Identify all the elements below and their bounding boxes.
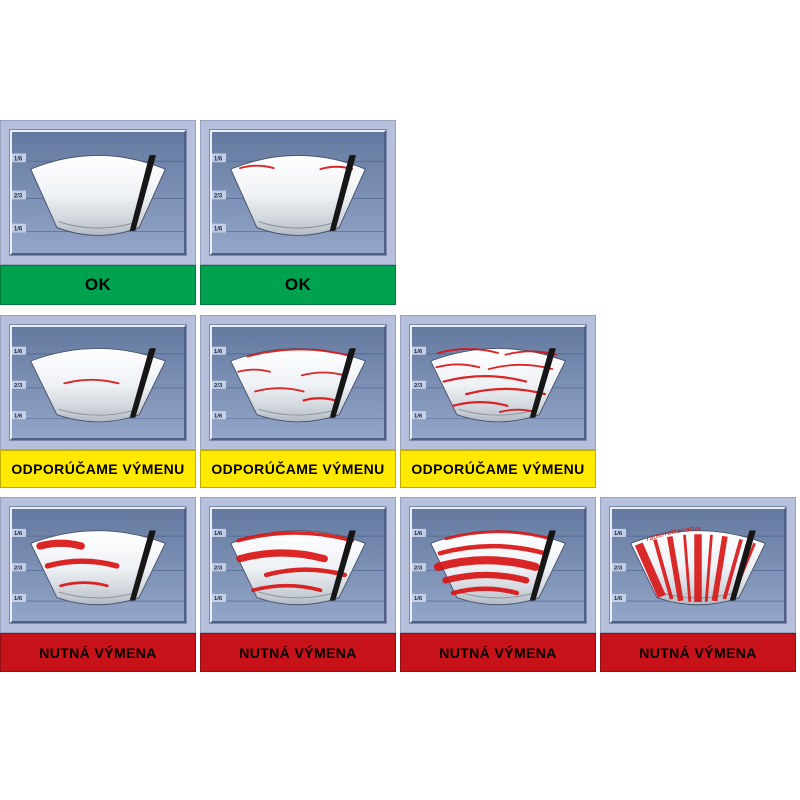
status-label: OK bbox=[84, 275, 112, 294]
svg-text:1/6: 1/6 bbox=[614, 596, 623, 602]
svg-text:2/3: 2/3 bbox=[14, 566, 23, 572]
status-bar-recommend: ODPORÚČAME VÝMENU bbox=[200, 450, 396, 488]
windshield-panel: 1/6 2/3 1/6 bbox=[210, 325, 386, 440]
windshield-image: 1/6 2/3 1/6 bbox=[400, 315, 596, 450]
windshield-illustration: 1/6 2/3 1/6 bbox=[12, 327, 184, 438]
svg-text:1/6: 1/6 bbox=[14, 225, 23, 232]
windshield-image: 1/6 2/3 1/6 bbox=[200, 315, 396, 450]
status-bar-recommend: ODPORÚČAME VÝMENU bbox=[0, 450, 196, 488]
windshield-illustration: 1/6 2/3 1/6 bbox=[212, 327, 384, 438]
svg-text:2/3: 2/3 bbox=[14, 192, 23, 199]
status-bar-required: NUTNÁ VÝMENA bbox=[600, 633, 796, 672]
status-label: NUTNÁ VÝMENA bbox=[239, 644, 357, 661]
svg-text:1/6: 1/6 bbox=[214, 531, 223, 537]
svg-text:1/6: 1/6 bbox=[414, 413, 423, 419]
windshield-image: 1/6 2/3 1/6 bbox=[0, 497, 196, 633]
svg-text:2/3: 2/3 bbox=[14, 383, 23, 389]
svg-text:1/6: 1/6 bbox=[14, 349, 23, 355]
svg-text:1/6: 1/6 bbox=[414, 596, 423, 602]
svg-text:2/3: 2/3 bbox=[414, 383, 423, 389]
svg-text:2/3: 2/3 bbox=[214, 566, 223, 572]
status-label: ODPORÚČAME VÝMENU bbox=[11, 461, 185, 477]
status-label: NUTNÁ VÝMENA bbox=[439, 644, 557, 661]
svg-text:1/6: 1/6 bbox=[14, 413, 23, 419]
svg-text:1/6: 1/6 bbox=[214, 413, 223, 419]
svg-text:1/6: 1/6 bbox=[414, 349, 423, 355]
svg-text:1/6: 1/6 bbox=[614, 531, 623, 537]
svg-text:1/6: 1/6 bbox=[214, 349, 223, 355]
windshield-panel: 1/6 2/3 1/6 bbox=[10, 325, 186, 440]
windshield-illustration: 1/6 2/3 1/6 bbox=[12, 132, 184, 253]
windshield-illustration: 1/6 2/3 1/6 bbox=[412, 327, 584, 438]
svg-text:2/3: 2/3 bbox=[414, 566, 423, 572]
windshield-illustration: 1/6 2/3 1/6 bbox=[212, 509, 384, 621]
windshield-image: 1/6 2/3 1/6 bbox=[0, 315, 196, 450]
windshield-illustration: 1/6 2/3 1/6 bbox=[12, 509, 184, 621]
windshield-image: 1/6 2/3 1/6 bbox=[200, 120, 396, 265]
windshield-panel: 1/6 2/3 1/6 bbox=[410, 507, 586, 623]
svg-text:1/6: 1/6 bbox=[414, 531, 423, 537]
svg-text:2/3: 2/3 bbox=[214, 192, 223, 199]
windshield-image: 1/6 2/3 1/6 bbox=[0, 120, 196, 265]
svg-text:2/3: 2/3 bbox=[214, 383, 223, 389]
status-label: ODPORÚČAME VÝMENU bbox=[211, 461, 385, 477]
status-bar-ok: OK bbox=[200, 265, 396, 305]
windshield-panel: 1/6 2/3 1/6 bbox=[10, 130, 186, 255]
svg-text:1/6: 1/6 bbox=[214, 225, 223, 232]
windshield-image: 1/6 2/3 1/6 bbox=[200, 497, 396, 633]
windshield-image: 1/6 2/3 1/6 bbox=[400, 497, 596, 633]
status-label: NUTNÁ VÝMENA bbox=[39, 644, 157, 661]
svg-text:1/6: 1/6 bbox=[14, 155, 23, 162]
status-bar-ok: OK bbox=[0, 265, 196, 305]
status-bar-required: NUTNÁ VÝMENA bbox=[0, 633, 196, 672]
svg-text:1/6: 1/6 bbox=[14, 596, 23, 602]
windshield-panel: 1/6 2/3 1/6 bbox=[410, 325, 586, 440]
status-label: OK bbox=[284, 275, 312, 294]
status-bar-required: NUTNÁ VÝMENA bbox=[400, 633, 596, 672]
svg-text:1/6: 1/6 bbox=[214, 155, 223, 162]
windshield-illustration: 1/6 2/3 1/6 bbox=[412, 509, 584, 621]
svg-text:2/3: 2/3 bbox=[614, 566, 623, 572]
status-bar-required: NUTNÁ VÝMENA bbox=[200, 633, 396, 672]
status-label: ODPORÚČAME VÝMENU bbox=[411, 461, 585, 477]
windshield-panel: 1/6 2/3 1/6 bbox=[10, 507, 186, 623]
windshield-illustration: 1/6 2/3 1/6 bbox=[212, 132, 384, 253]
svg-text:1/6: 1/6 bbox=[14, 531, 23, 537]
windshield-panel: 1/6 2/3 1/6 bbox=[210, 507, 386, 623]
status-label: NUTNÁ VÝMENA bbox=[639, 644, 757, 661]
status-bar-recommend: ODPORÚČAME VÝMENU bbox=[400, 450, 596, 488]
windshield-panel: 1/6 2/3 1/6 bbox=[210, 130, 386, 255]
svg-text:1/6: 1/6 bbox=[214, 596, 223, 602]
